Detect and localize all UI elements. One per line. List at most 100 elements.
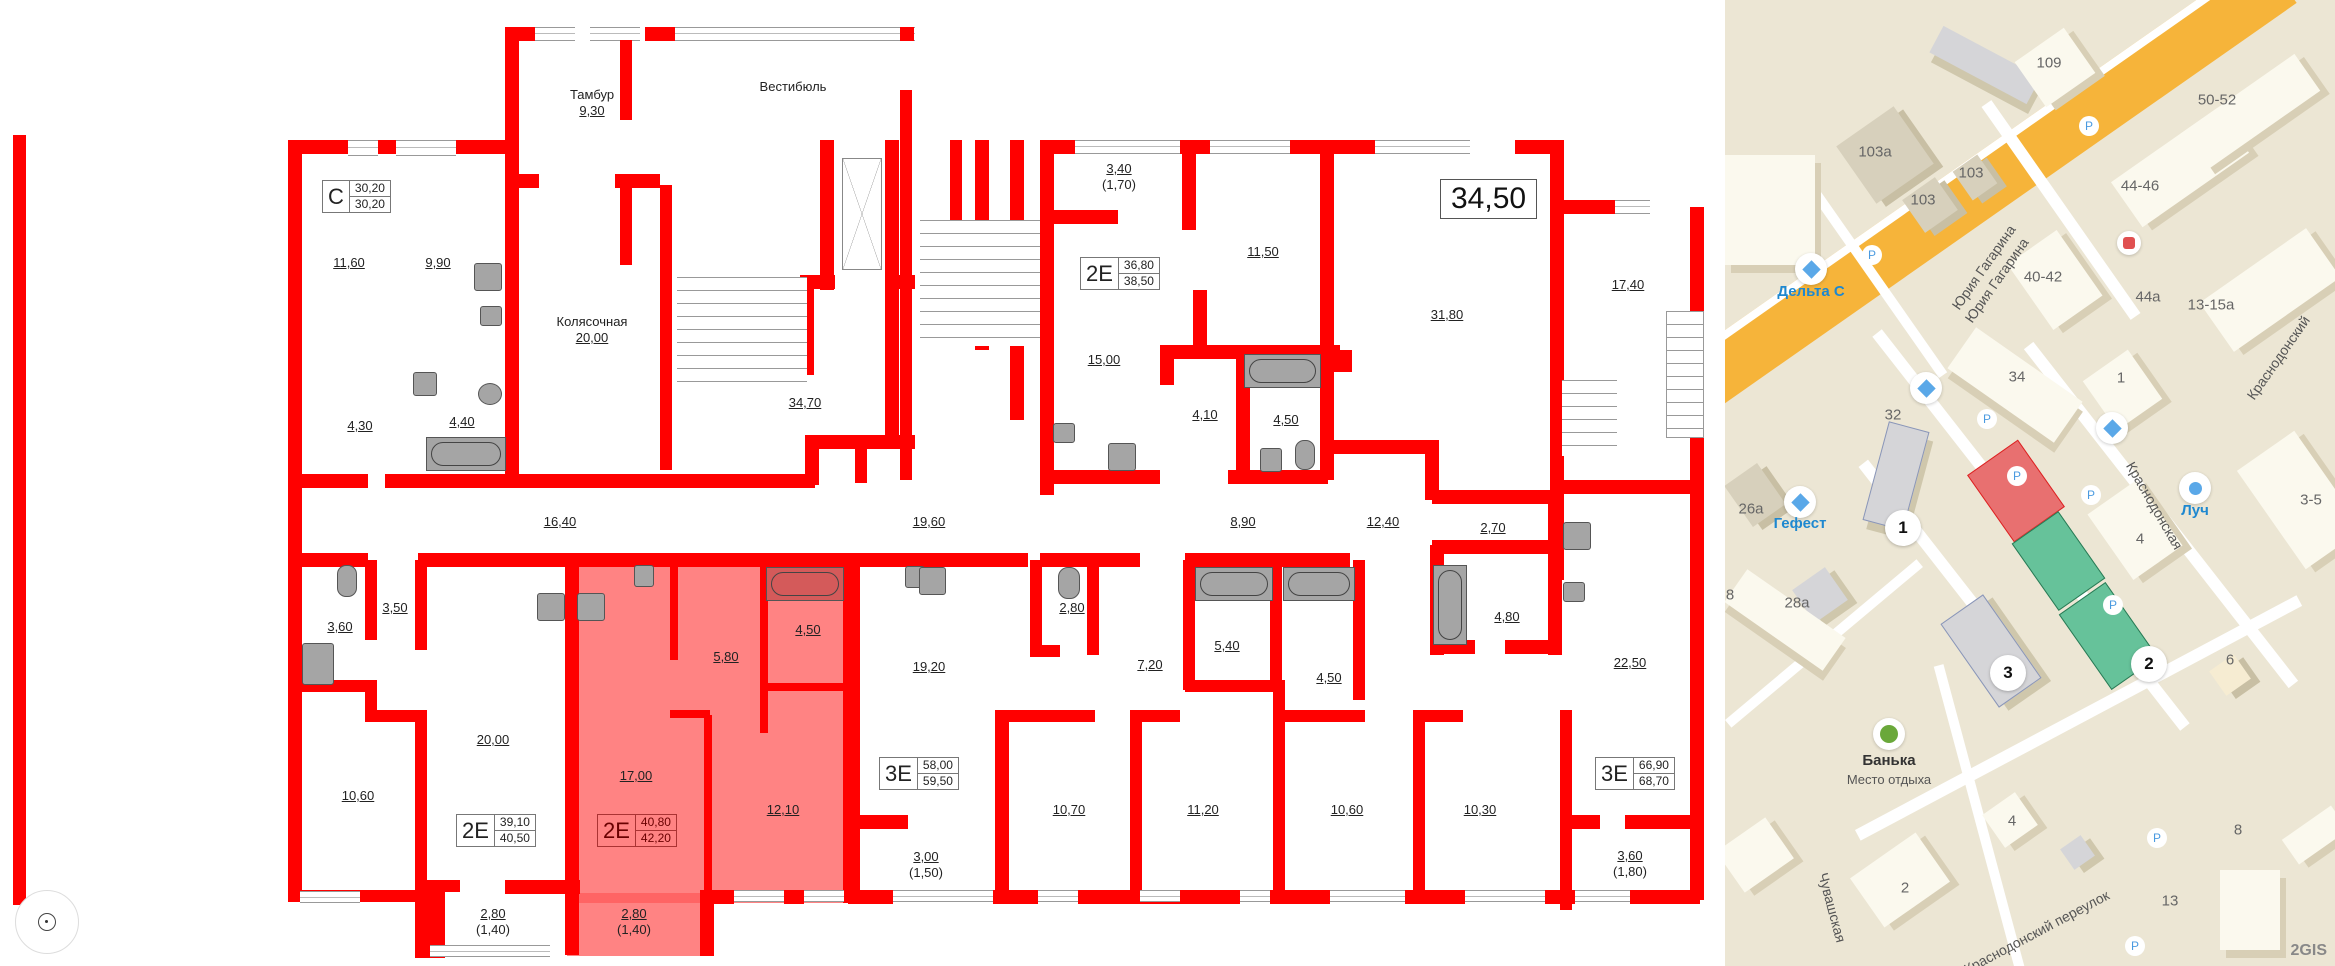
sink-icon bbox=[634, 565, 654, 587]
toilet-icon bbox=[1295, 440, 1315, 470]
room-area: 10,60 bbox=[1330, 802, 1364, 817]
room-area: 4,50 bbox=[1273, 412, 1299, 427]
bathtub-icon bbox=[1283, 567, 1355, 601]
room-area: 17,00 bbox=[619, 768, 653, 783]
bathtub-icon bbox=[1195, 567, 1273, 601]
room-area: 2,80 bbox=[1059, 600, 1085, 615]
room-area: 3,50 bbox=[382, 600, 408, 615]
room-area: 4,40 bbox=[449, 414, 475, 429]
room-area: 3,00(1,50) bbox=[909, 849, 943, 880]
parking-icon: P bbox=[2081, 485, 2101, 505]
parking-icon: P bbox=[2079, 116, 2099, 136]
staircase bbox=[1562, 380, 1617, 456]
bathtub-icon bbox=[1244, 354, 1321, 388]
room-area: 12,10 bbox=[766, 802, 800, 817]
room-area: 5,40 bbox=[1214, 638, 1240, 653]
map-provider-logo: 2GIS bbox=[2290, 942, 2327, 959]
poi-delta-s[interactable]: Дельта С bbox=[1777, 283, 1845, 300]
room-area: 11,50 bbox=[1247, 244, 1279, 259]
room-area: 2,70 bbox=[1480, 520, 1506, 535]
staircase bbox=[920, 220, 1040, 346]
room-area: 4,50 bbox=[795, 622, 821, 637]
room-area: 4,10 bbox=[1192, 407, 1218, 422]
poi-banka[interactable]: Банька bbox=[1862, 752, 1916, 769]
compass-icon bbox=[38, 913, 56, 931]
stove-icon bbox=[919, 567, 946, 595]
left-red-bar bbox=[13, 135, 26, 905]
room-area: 4,80 bbox=[1494, 609, 1520, 624]
bathtub-icon bbox=[426, 437, 506, 471]
room-area: 11,60 bbox=[333, 255, 365, 270]
hospital-icon[interactable] bbox=[2117, 231, 2141, 255]
poi-luch[interactable]: Луч bbox=[2181, 502, 2209, 519]
stove-icon bbox=[1563, 522, 1591, 550]
building-marker-3[interactable]: 3 bbox=[1990, 655, 2026, 691]
poi-banka-subtitle: Место отдыха bbox=[1846, 772, 1932, 787]
room-area: 17,40 bbox=[1611, 277, 1645, 292]
toilet-icon bbox=[1058, 567, 1080, 599]
toilet-icon bbox=[478, 383, 502, 405]
parking-icon: P bbox=[2147, 828, 2167, 848]
room-area: 3,40(1,70) bbox=[1102, 161, 1136, 192]
poi-banka-icon[interactable] bbox=[1873, 718, 1905, 750]
stove-icon bbox=[1108, 443, 1136, 471]
staircase bbox=[677, 277, 807, 393]
stove-icon bbox=[577, 593, 605, 621]
compass-rotate-control[interactable] bbox=[15, 890, 79, 954]
room-vestibule: Вестибюль bbox=[759, 79, 827, 94]
poi-pin-icon[interactable] bbox=[1910, 372, 1942, 404]
selected-apartment-balcony-highlight bbox=[567, 893, 709, 956]
room-area: 19,60 bbox=[912, 514, 946, 529]
room-area: 16,40 bbox=[543, 514, 577, 529]
washer-icon bbox=[1260, 448, 1282, 472]
room-area: 9,90 bbox=[425, 255, 451, 270]
building-3[interactable] bbox=[1940, 594, 2042, 708]
elevator-shaft bbox=[842, 158, 882, 270]
shower-icon bbox=[302, 643, 334, 685]
poi-pin-icon[interactable] bbox=[2096, 412, 2128, 444]
room-area: 4,30 bbox=[347, 418, 373, 433]
parking-icon: P bbox=[2103, 595, 2123, 615]
room-area: 2,80(1,40) bbox=[617, 906, 651, 937]
selected-area-label: 34,50 bbox=[1440, 179, 1538, 219]
poi-pin-icon[interactable] bbox=[1795, 253, 1827, 285]
room-area: 31,80 bbox=[1430, 307, 1464, 322]
room-area: 7,20 bbox=[1137, 657, 1163, 672]
poi-luch-icon[interactable] bbox=[2179, 472, 2211, 504]
parking-icon: P bbox=[2125, 936, 2145, 956]
street-label: Чувашская bbox=[1815, 870, 1850, 945]
room-area: 22,50 bbox=[1613, 655, 1647, 670]
poi-gefest[interactable]: Гефест bbox=[1773, 515, 1827, 532]
stove-icon bbox=[537, 593, 565, 621]
room-area: 19,20 bbox=[912, 659, 946, 674]
room-area: 3,60(1,80) bbox=[1613, 848, 1647, 879]
map-panel[interactable]: 109 50-52 103а 103 103 44-46 40-42 44а 1… bbox=[1725, 0, 2335, 966]
staircase bbox=[1666, 311, 1704, 438]
room-area: 2,80(1,40) bbox=[476, 906, 510, 937]
room-area: 12,40 bbox=[1366, 514, 1400, 529]
sink-icon bbox=[1563, 582, 1585, 602]
building-marker-2[interactable]: 2 bbox=[2131, 646, 2167, 682]
room-area: 10,30 bbox=[1463, 802, 1497, 817]
parking-icon: P bbox=[2007, 466, 2027, 486]
room-area: 4,50 bbox=[1316, 670, 1342, 685]
toilet-icon bbox=[337, 565, 357, 597]
poi-pin-icon[interactable] bbox=[1784, 486, 1816, 518]
room-area: 10,70 bbox=[1052, 802, 1086, 817]
building-marker-1[interactable]: 1 bbox=[1885, 510, 1921, 546]
room-area: 8,90 bbox=[1230, 514, 1256, 529]
bathtub-icon bbox=[1433, 565, 1467, 645]
room-area: 15,00 bbox=[1087, 352, 1121, 367]
parking-icon: P bbox=[1977, 409, 1997, 429]
bathtub-icon bbox=[766, 567, 844, 601]
sink-icon bbox=[1053, 423, 1075, 443]
room-area: 20,00 bbox=[476, 732, 510, 747]
